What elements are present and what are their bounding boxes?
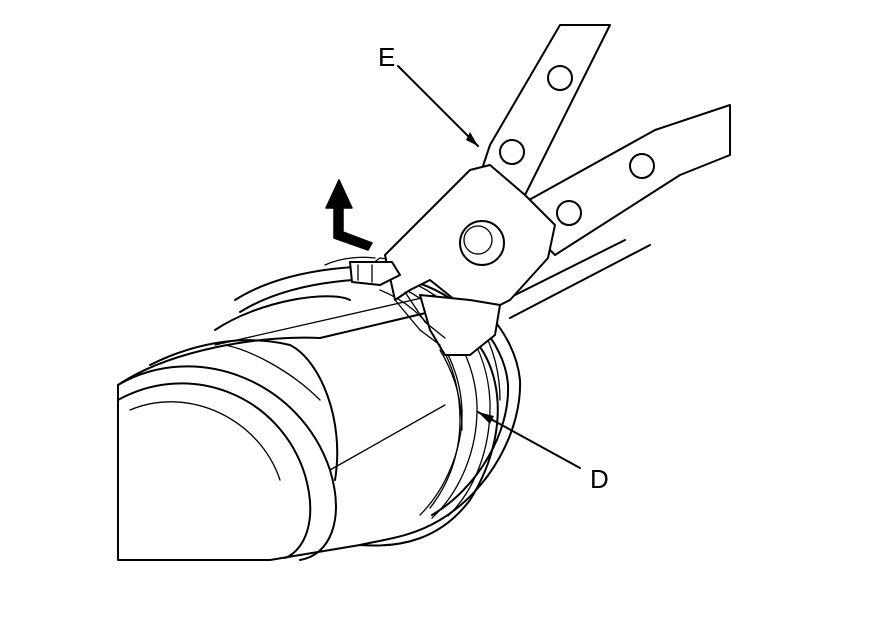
callout-label-e: E bbox=[378, 42, 395, 72]
connecting-lines bbox=[504, 239, 651, 319]
ring-expander-tool bbox=[349, 24, 731, 356]
piston-cylinder bbox=[117, 294, 499, 561]
up-arrow-icon bbox=[325, 179, 373, 251]
callout-label-d: D bbox=[590, 464, 609, 494]
leader-arrow-e bbox=[466, 132, 478, 146]
leader-arrow-d bbox=[478, 412, 494, 424]
leader-line-d bbox=[477, 411, 581, 469]
leader-line-e bbox=[397, 65, 479, 147]
